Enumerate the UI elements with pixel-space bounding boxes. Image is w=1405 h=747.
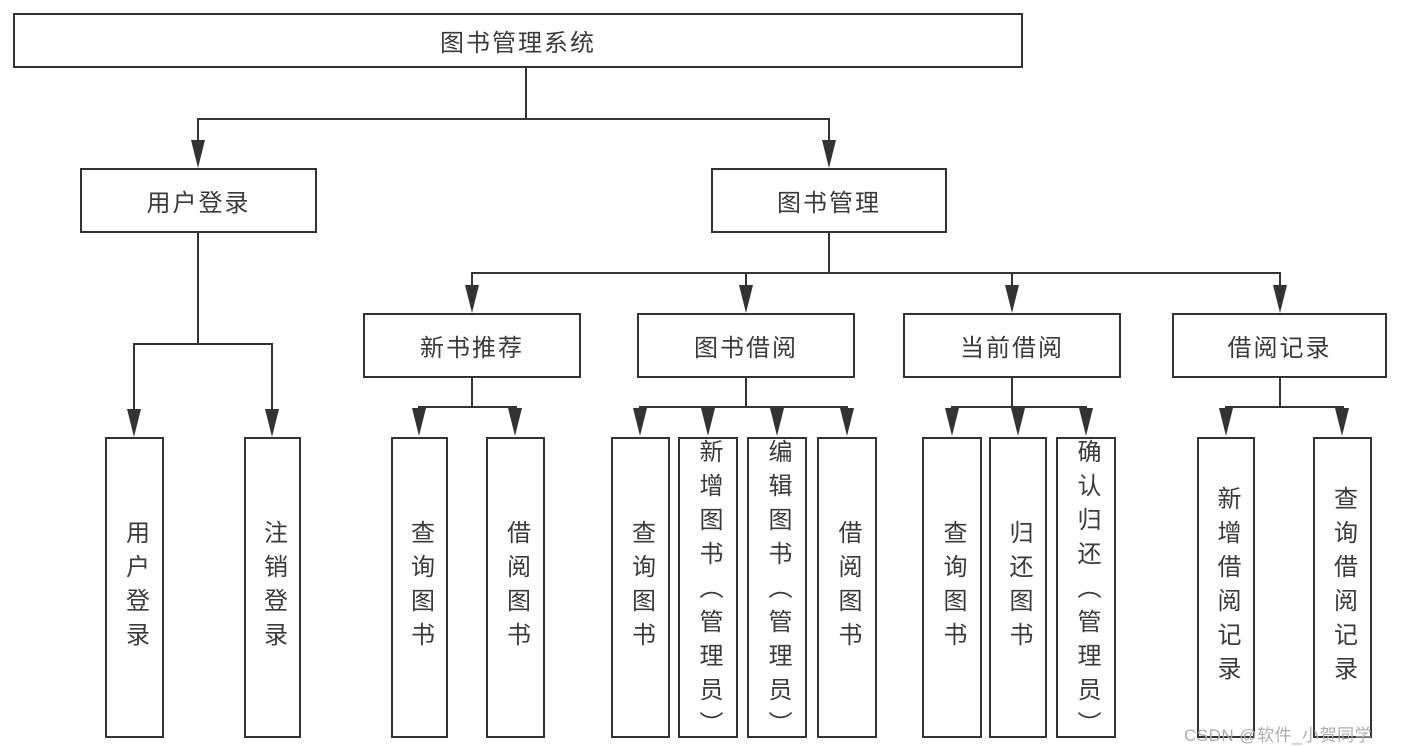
leaf-query-books-recommend: 查询图书 — [391, 437, 448, 738]
node-root: 图书管理系统 — [13, 13, 1023, 68]
leaf-add-borrow-record-label: 新增借阅记录 — [1213, 485, 1240, 690]
node-borrowing-records: 借阅记录 — [1172, 313, 1387, 378]
leaf-query-borrow-record: 查询借阅记录 — [1313, 437, 1372, 738]
connector-root-stem — [525, 68, 527, 120]
node-root-label: 图书管理系统 — [440, 30, 596, 57]
connector-borrow-drop — [745, 272, 747, 288]
watermark: CSDN @软件_小贺同学 — [1184, 726, 1373, 745]
connector-group1-drop — [133, 343, 135, 415]
leaf-user-login-label: 用户登录 — [121, 519, 149, 656]
connector-group1-bar — [133, 343, 273, 345]
leaf-return-books-label: 归还图书 — [1005, 519, 1032, 656]
leaf-query-books-recommend-label: 查询图书 — [406, 519, 434, 656]
leaf-borrow-books-recommend-label: 借阅图书 — [502, 519, 530, 656]
arrow-down-icon — [701, 408, 715, 436]
node-book-management: 图书管理 — [711, 168, 947, 233]
node-new-book-recommend: 新书推荐 — [363, 313, 581, 378]
arrow-down-icon — [412, 408, 426, 436]
arrow-down-icon — [1011, 408, 1025, 436]
connector-group4-bar — [951, 406, 1087, 408]
connector-level1-bar — [197, 118, 830, 120]
node-user-login-label: 用户登录 — [146, 190, 251, 217]
connector-userlogin-drop — [197, 118, 199, 146]
connector-bookmgmt-drop — [828, 118, 830, 146]
arrow-down-icon — [1219, 408, 1233, 436]
connector-newbook-drop — [471, 272, 473, 288]
arrow-down-icon — [1079, 408, 1093, 436]
leaf-user-login: 用户登录 — [105, 437, 164, 738]
leaf-query-books: 查询图书 — [611, 437, 670, 738]
leaf-logout: 注销登录 — [244, 437, 301, 738]
connector-level2-bar — [471, 272, 1281, 274]
arrow-down-icon — [739, 285, 753, 313]
leaf-query-borrow-record-label: 查询借阅记录 — [1329, 485, 1357, 690]
node-book-borrowing-label: 图书借阅 — [694, 335, 798, 362]
node-current-borrowing: 当前借阅 — [903, 313, 1121, 378]
connector-group3-bar — [639, 406, 848, 408]
node-book-management-label: 图书管理 — [777, 190, 881, 217]
connector-current-drop — [1011, 272, 1013, 288]
connector-newbook-stem — [471, 378, 473, 408]
leaf-borrow-books-label: 借阅图书 — [834, 519, 861, 656]
arrow-down-icon — [770, 408, 784, 436]
arrow-down-icon — [191, 140, 205, 168]
node-current-borrowing-label: 当前借阅 — [960, 335, 1064, 362]
leaf-add-books-admin-label: 新增图书（管理员） — [695, 439, 722, 745]
connector-group2-bar — [418, 406, 517, 408]
arrow-down-icon — [840, 408, 854, 436]
connector-records-drop — [1279, 272, 1281, 288]
arrow-down-icon — [1335, 408, 1349, 436]
arrow-down-icon — [265, 409, 279, 437]
arrow-down-icon — [1273, 285, 1287, 313]
leaf-add-books-admin: 新增图书（管理员） — [678, 437, 738, 745]
node-book-borrowing: 图书借阅 — [637, 313, 855, 378]
arrow-down-icon — [127, 409, 141, 437]
leaf-borrow-books-recommend: 借阅图书 — [486, 437, 545, 738]
arrow-down-icon — [465, 285, 479, 313]
leaf-query-books-current: 查询图书 — [922, 437, 982, 738]
node-user-login: 用户登录 — [80, 168, 317, 233]
connector-group5-bar — [1225, 406, 1344, 408]
node-borrowing-records-label: 借阅记录 — [1227, 335, 1332, 362]
leaf-query-books-current-label: 查询图书 — [939, 519, 966, 656]
connector-bookmgmt-stem — [828, 233, 830, 274]
arrow-down-icon — [822, 140, 836, 168]
leaf-logout-label: 注销登录 — [259, 519, 287, 656]
connector-current-stem — [1011, 378, 1013, 408]
connector-group1-drop — [271, 343, 273, 415]
leaf-add-borrow-record: 新增借阅记录 — [1197, 437, 1255, 738]
leaf-edit-books-admin: 编辑图书（管理员） — [747, 437, 807, 745]
leaf-query-books-label: 查询图书 — [627, 519, 655, 656]
arrow-down-icon — [1005, 285, 1019, 313]
node-new-book-recommend-label: 新书推荐 — [420, 335, 524, 362]
arrow-down-icon — [508, 408, 522, 436]
connector-borrow-stem — [745, 378, 747, 408]
leaf-confirm-return-admin: 确认归还（管理员） — [1056, 437, 1116, 745]
leaf-return-books: 归还图书 — [989, 437, 1047, 738]
arrow-down-icon — [945, 408, 959, 436]
connector-records-stem — [1279, 378, 1281, 408]
leaf-edit-books-admin-label: 编辑图书（管理员） — [764, 439, 791, 745]
arrow-down-icon — [633, 408, 647, 436]
leaf-borrow-books: 借阅图书 — [817, 437, 877, 738]
connector-userlogin-stem — [197, 233, 199, 345]
leaf-confirm-return-admin-label: 确认归还（管理员） — [1073, 439, 1100, 745]
